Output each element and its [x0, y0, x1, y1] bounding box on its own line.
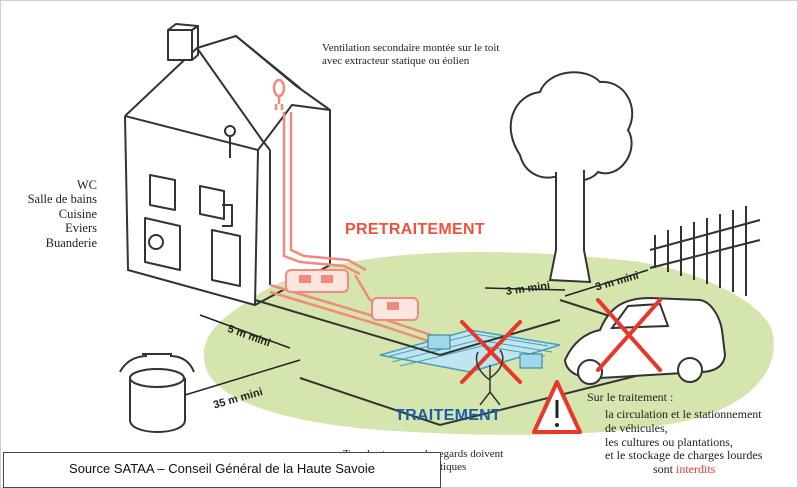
treatment-note-line-5: sont interdits [605, 462, 762, 477]
pretreatment-tanks [285, 269, 419, 321]
room-kitchen: Cuisine [58, 206, 97, 221]
treatment-note-forbidden: interdits [676, 462, 716, 477]
room-sinks: Eviers [65, 221, 97, 236]
plant [475, 349, 504, 406]
treatment-note-line-3: les cultures ou plantations, [605, 434, 733, 449]
house [124, 23, 331, 306]
ventilation-line-2: avec extracteur statique ou éolien [322, 54, 470, 67]
warning-icon [532, 380, 582, 434]
treatment-note: la circulation et le stationnement de vé… [605, 407, 763, 477]
room-bathroom: Salle de bains [27, 192, 97, 207]
source-caption: Source SATAA – Conseil Général de la Hau… [3, 452, 441, 488]
well [119, 353, 195, 433]
car [563, 296, 727, 385]
tampons-note-line-2: tiques [440, 461, 467, 473]
treatment-note-sont: sont [653, 462, 674, 477]
roof-ventilation [272, 78, 286, 110]
fence [649, 206, 761, 296]
treatment-note-line-4: et le stockage de charges lourdes [605, 448, 763, 463]
pretraitement-label: PRETRAITEMENT [345, 221, 485, 238]
traitement-label: TRAITEMENT [395, 407, 502, 424]
tree [509, 71, 634, 284]
treatment-note-line-2: de véhicules, [605, 420, 668, 435]
ventilation-line-1: Ventilation secondaire montée sur le toi… [322, 42, 500, 54]
forbidden-cross-car [596, 298, 662, 372]
ventilation-caption: Ventilation secondaire montée sur le toi… [322, 42, 499, 67]
room-wc: WC [76, 178, 97, 192]
treatment-note-line-1: la circulation et le stationnement [605, 407, 762, 421]
distance-arrows [184, 269, 649, 396]
rooms-list: WC Salle de bains Cuisine Eviers Buander… [28, 178, 97, 250]
room-laundry: Buanderie [45, 235, 97, 250]
treatment-note-title: Sur le traitement : [587, 390, 674, 404]
forbidden-cross-plants [460, 320, 522, 384]
